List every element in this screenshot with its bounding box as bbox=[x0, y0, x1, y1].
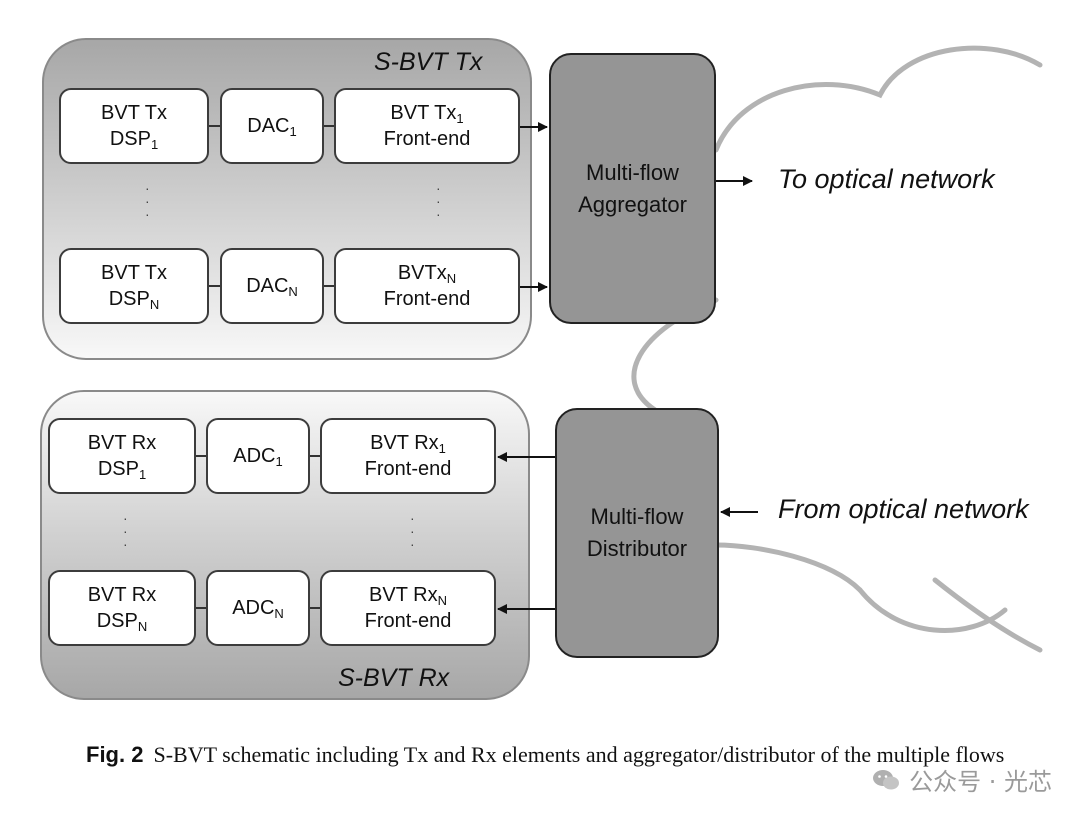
tx-rowN-link-a bbox=[209, 285, 220, 287]
figure-number: Fig. 2 bbox=[86, 742, 144, 767]
sbvt-tx-title: S-BVT Tx bbox=[374, 48, 483, 76]
multiflow-distributor-box: Multi-flow Distributor bbox=[555, 408, 719, 658]
rx-adc-n-sub: N bbox=[274, 606, 284, 621]
rx-dsp-ellipsis: ··· bbox=[123, 510, 128, 552]
tx-dsp-n-line2: DSP bbox=[108, 288, 150, 310]
rx-rowN-link-b bbox=[310, 607, 320, 609]
tx-frontend-n-line2: Front-end bbox=[383, 288, 471, 310]
tx-rowN-link-b bbox=[324, 285, 334, 287]
rx-frontend-n-box: BVT RxN Front-end bbox=[320, 570, 496, 646]
figure-caption-text: S-BVT schematic including Tx and Rx elem… bbox=[153, 742, 1005, 767]
rx-adc-1-label: ADC bbox=[233, 445, 276, 467]
rx-adc-n-box: ADCN bbox=[206, 570, 310, 646]
rx-frontend-1-line2: Front-end bbox=[364, 458, 452, 480]
tx-frontend-n-box: BVTxN Front-end bbox=[334, 248, 520, 324]
tx-dsp-1-line2: DSP bbox=[109, 128, 151, 150]
rx-frontend-ellipsis: ··· bbox=[410, 510, 415, 552]
rx-row1-link-b bbox=[310, 455, 320, 457]
tx-frontend-ellipsis: ··· bbox=[436, 180, 441, 222]
tx-dsp-n-box: BVT Tx DSPN bbox=[59, 248, 209, 324]
rx-row1-link-a bbox=[196, 455, 206, 457]
tx-dac-1-box: DAC1 bbox=[220, 88, 324, 164]
tx-dac-1-sub: 1 bbox=[289, 124, 297, 139]
from-optical-network-label: From optical network bbox=[778, 494, 1029, 524]
tx-frontend-1-line1: BVT Tx bbox=[390, 102, 457, 124]
tx-frontend-n-sub: N bbox=[446, 271, 457, 286]
rx-frontend-n-line1: BVT Rx bbox=[369, 584, 438, 606]
rx-adc-1-sub: 1 bbox=[275, 454, 283, 469]
rx-frontend-1-box: BVT Rx1 Front-end bbox=[320, 418, 496, 494]
tx-dsp-1-box: BVT Tx DSP1 bbox=[59, 88, 209, 164]
tx-dac-n-label: DAC bbox=[246, 275, 289, 297]
tx-row1-link-b bbox=[324, 125, 334, 127]
tx-row1-link-a bbox=[209, 125, 220, 127]
watermark: 公众号 · 光芯 bbox=[871, 762, 1052, 797]
rx-dsp-1-box: BVT Rx DSP1 bbox=[48, 418, 196, 494]
tx-dsp-n-sub: N bbox=[149, 297, 160, 312]
rx-dsp-n-line2: DSP bbox=[96, 610, 138, 632]
rx-dsp-n-sub: N bbox=[137, 619, 148, 634]
rx-rowN-link-a bbox=[196, 607, 206, 609]
tx-dsp-1-sub: 1 bbox=[150, 137, 159, 152]
to-optical-network-label: To optical network bbox=[778, 164, 995, 194]
wechat-icon bbox=[873, 769, 900, 789]
tx-frontend-1-sub: 1 bbox=[456, 111, 464, 126]
aggregator-line2: Aggregator bbox=[578, 191, 687, 217]
tx-dsp-n-line1: BVT Tx bbox=[101, 262, 167, 284]
rx-dsp-n-box: BVT Rx DSPN bbox=[48, 570, 196, 646]
tx-frontend-1-line2: Front-end bbox=[383, 128, 471, 150]
tx-dac-1-label: DAC bbox=[247, 115, 290, 137]
rx-dsp-n-line1: BVT Rx bbox=[87, 584, 157, 606]
rx-dsp-1-line1: BVT Rx bbox=[87, 432, 157, 454]
multiflow-aggregator-box: Multi-flow Aggregator bbox=[549, 53, 716, 324]
rx-frontend-n-line2: Front-end bbox=[364, 610, 452, 632]
rx-adc-n-label: ADC bbox=[232, 597, 275, 619]
rx-frontend-n-sub: N bbox=[437, 593, 447, 608]
tx-dac-n-sub: N bbox=[288, 284, 298, 299]
rx-adc-1-box: ADC1 bbox=[206, 418, 310, 494]
rx-frontend-1-line1: BVT Rx bbox=[370, 432, 439, 454]
sbvt-rx-title: S-BVT Rx bbox=[338, 664, 450, 692]
rx-dsp-1-sub: 1 bbox=[138, 467, 147, 482]
rx-frontend-1-sub: 1 bbox=[438, 441, 446, 456]
aggregator-line1: Multi-flow bbox=[586, 159, 679, 185]
rx-dsp-1-line2: DSP bbox=[97, 458, 139, 480]
tx-dac-n-box: DACN bbox=[220, 248, 324, 324]
tx-dsp-ellipsis: ··· bbox=[145, 180, 150, 222]
distributor-line1: Multi-flow bbox=[590, 504, 684, 529]
watermark-text: 公众号 · 光芯 bbox=[909, 768, 1052, 796]
figure-caption: Fig. 2 S-BVT schematic including Tx and R… bbox=[86, 740, 1046, 770]
distributor-line2: Distributor bbox=[586, 536, 688, 561]
tx-dsp-1-line1: BVT Tx bbox=[101, 102, 167, 124]
tx-frontend-1-box: BVT Tx1 Front-end bbox=[334, 88, 520, 164]
tx-frontend-n-line1: BVTx bbox=[397, 262, 447, 284]
